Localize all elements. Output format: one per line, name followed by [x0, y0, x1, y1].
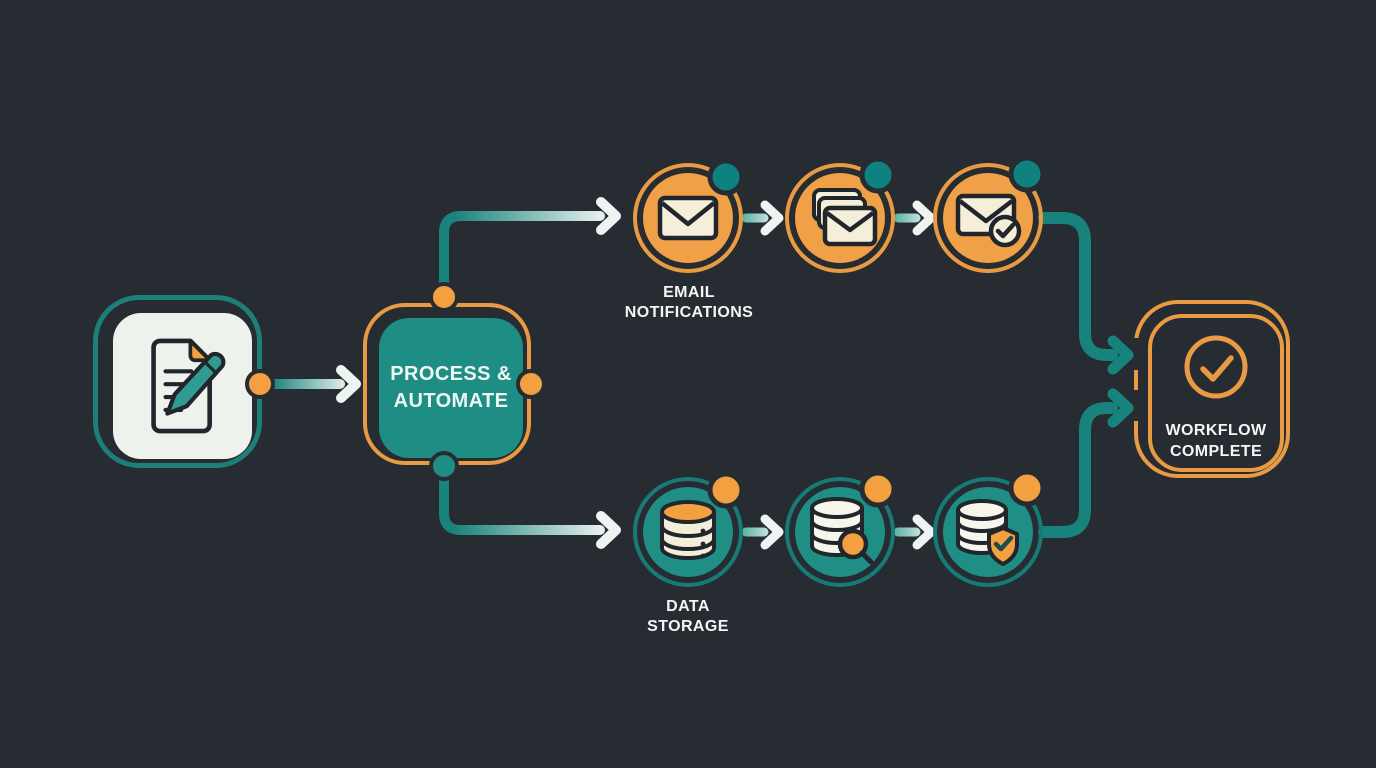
step-fill [943, 173, 1033, 263]
complete-label-line1: WORKFLOW [1165, 422, 1267, 439]
data-storage-caption: DATA STORAGE [578, 597, 798, 637]
input-document-node-body [113, 313, 252, 459]
process-label-line2: AUTOMATE [393, 390, 509, 412]
step-fill [643, 487, 733, 577]
workflow-complete-node-body: WORKFLOW COMPLETE [1148, 314, 1284, 472]
arrowhead [596, 511, 621, 549]
check-circle-ring [1184, 335, 1248, 399]
step-ring [633, 163, 743, 273]
email-caption-line1: EMAIL [663, 284, 715, 301]
process-label-line1: PROCESS & [390, 363, 512, 385]
step-badge [859, 470, 897, 508]
step-ring [633, 477, 743, 587]
step-badge [707, 158, 745, 196]
pen-nib-divider [202, 360, 217, 374]
envelope-icon [657, 195, 719, 241]
document-edit-icon [150, 338, 225, 434]
junction-dot-process-bottom [429, 451, 459, 481]
arrowhead [1107, 335, 1134, 375]
workflow-complete-node: WORKFLOW COMPLETE [1134, 300, 1290, 478]
process-automate-node: PROCESS & AUTOMATE [363, 303, 531, 465]
arrowhead [760, 200, 784, 236]
border-gap-bottom [1128, 390, 1141, 421]
step-badge [1008, 155, 1046, 193]
step-ring [785, 477, 895, 587]
envelope-stack-icon [812, 188, 878, 247]
data-caption-line1: DATA [666, 598, 710, 615]
envelope-check-icon [955, 193, 1022, 248]
junction-dot-process-top [429, 282, 459, 312]
workflow-complete-label: WORKFLOW COMPLETE [1166, 420, 1267, 462]
check-circle-icon [1184, 335, 1248, 399]
step-fill [643, 173, 733, 263]
data-step-3 [933, 469, 1046, 587]
database-shield-icon [956, 499, 1019, 566]
arrowhead [912, 514, 936, 550]
database-icon [660, 500, 716, 560]
step-badge [1008, 469, 1046, 507]
email-step-1 [633, 158, 745, 273]
connector-data-1-2 [741, 514, 784, 550]
arrowhead [912, 200, 936, 236]
data-caption-line2: STORAGE [647, 618, 729, 635]
border-gap-top [1128, 338, 1141, 370]
step-ring [933, 477, 1043, 587]
email-notifications-caption: EMAIL NOTIFICATIONS [579, 283, 799, 323]
email-caption-line2: NOTIFICATIONS [624, 304, 754, 321]
step-badge [859, 156, 897, 194]
step-ring [785, 163, 895, 273]
arrowhead [596, 197, 621, 235]
arrowhead [1107, 388, 1134, 428]
connector-process-to-data [439, 458, 621, 549]
step-fill [795, 487, 885, 577]
junction-dot-process-right [516, 369, 546, 399]
arrowhead [760, 514, 784, 550]
connector-data-2-3 [893, 514, 936, 550]
check-mark [1200, 355, 1234, 382]
step-fill [795, 173, 885, 263]
email-step-2 [785, 156, 897, 273]
data-step-1 [633, 471, 745, 587]
database-search-icon [810, 497, 874, 565]
step-badge [707, 471, 745, 509]
arrowhead [336, 365, 361, 403]
connector-data-to-complete [1038, 388, 1134, 538]
connector-input-to-process [267, 365, 361, 403]
junction-dot-input-output [245, 369, 275, 399]
document-fold-corner [188, 339, 212, 363]
input-document-node [93, 295, 262, 468]
step-fill [943, 487, 1033, 577]
email-step-3 [933, 155, 1046, 273]
data-step-2 [785, 470, 897, 587]
complete-label-line2: COMPLETE [1169, 443, 1263, 460]
process-automate-node-body: PROCESS & AUTOMATE [379, 318, 523, 458]
step-ring [933, 163, 1043, 273]
connector-email-to-complete [1038, 212, 1134, 375]
connector-email-2-3 [893, 200, 936, 236]
process-automate-label: PROCESS & AUTOMATE [390, 361, 511, 415]
connector-email-1-2 [741, 200, 784, 236]
pen [164, 351, 225, 416]
